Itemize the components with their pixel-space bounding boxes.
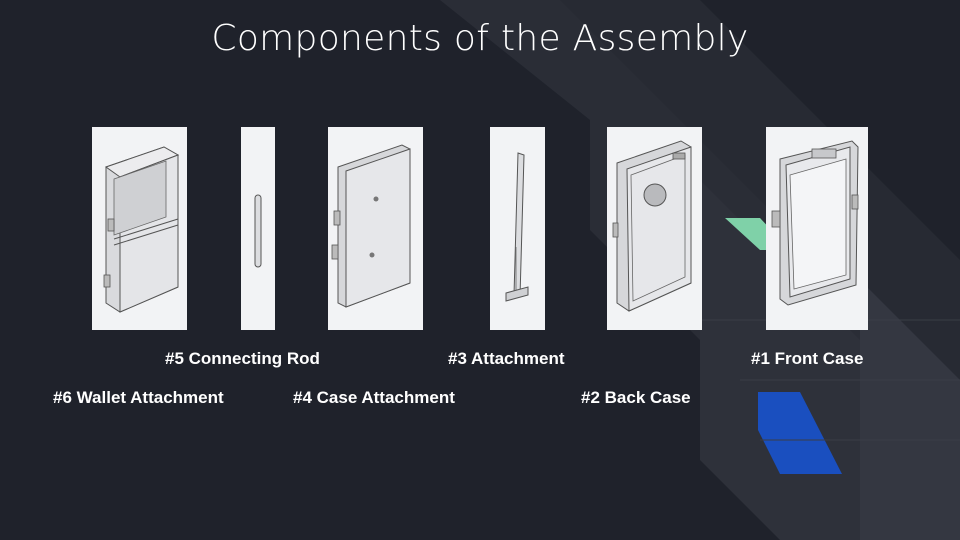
label-case-attachment: #4 Case Attachment (293, 388, 455, 407)
back-case-image (607, 127, 702, 330)
slide-title: Components of the Assembly (211, 18, 749, 59)
attachment-image (490, 127, 545, 330)
connecting-rod-image (241, 127, 275, 330)
label-wallet-attachment: #6 Wallet Attachment (53, 388, 224, 407)
wallet-attachment-image (92, 127, 187, 330)
label-attachment: #3 Attachment (448, 349, 565, 368)
blue-accent-shape (758, 392, 842, 474)
label-connecting-rod: #5 Connecting Rod (165, 349, 320, 368)
front-case-image (766, 127, 868, 330)
label-front-case: #1 Front Case (751, 349, 864, 368)
label-back-case: #2 Back Case (581, 388, 691, 407)
case-attachment-image (328, 127, 423, 330)
